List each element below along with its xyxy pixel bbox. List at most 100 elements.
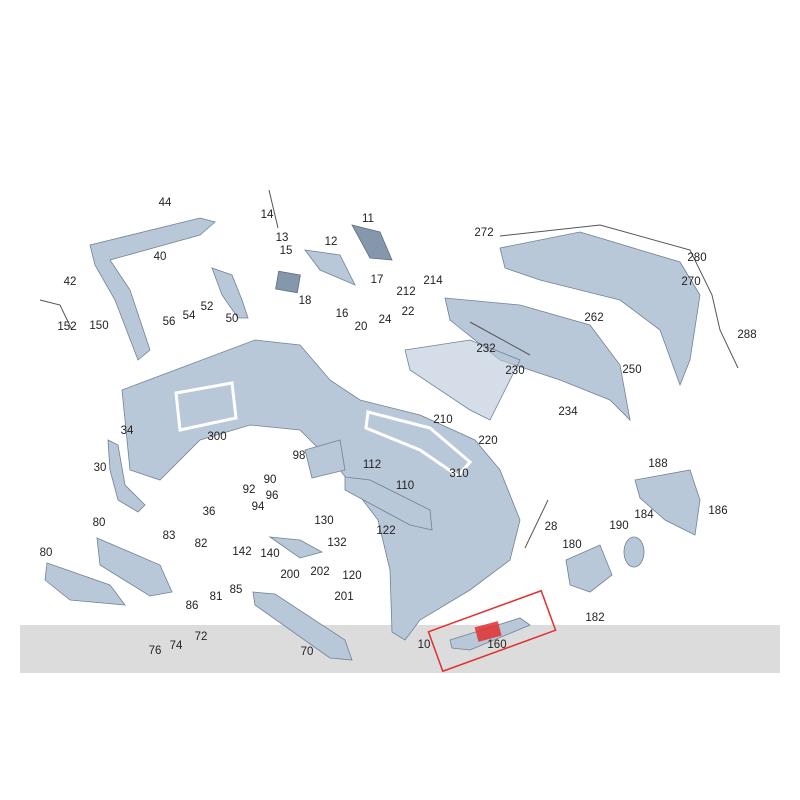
part-180 [565, 544, 613, 593]
callout-201: 201 [334, 591, 353, 603]
callout-220: 220 [478, 435, 497, 447]
part-210 [404, 339, 521, 421]
part-14 [268, 189, 279, 229]
callout-140: 140 [260, 548, 279, 560]
callout-300: 300 [207, 431, 226, 443]
callout-212: 212 [396, 286, 415, 298]
callout-200: 200 [280, 569, 299, 581]
part-160-marker [474, 621, 502, 642]
callout-24: 24 [379, 314, 392, 326]
callout-180: 180 [562, 539, 581, 551]
callout-54: 54 [183, 310, 196, 322]
bumper-cover [121, 339, 521, 641]
callout-13: 13 [276, 232, 289, 244]
callout-132: 132 [327, 537, 346, 549]
callout-98: 98 [293, 450, 306, 462]
part-80a [96, 537, 173, 597]
callout-152: 152 [57, 321, 76, 333]
callout-52: 52 [201, 301, 214, 313]
callout-234: 234 [558, 406, 578, 418]
part-40 [89, 217, 216, 361]
callout-17: 17 [371, 274, 384, 286]
callout-160: 160 [487, 639, 506, 651]
callout-86: 86 [186, 600, 199, 612]
part-30 [107, 439, 146, 513]
part-140 [268, 536, 324, 559]
callout-90: 90 [264, 474, 277, 486]
callout-94: 94 [252, 501, 265, 513]
part-280 [499, 224, 739, 369]
callout-70: 70 [301, 646, 314, 658]
callout-120: 120 [342, 570, 361, 582]
part-12 [304, 249, 356, 286]
callout-11: 11 [362, 213, 374, 225]
callout-110: 110 [396, 480, 414, 492]
callout-81: 81 [210, 591, 223, 603]
callout-272: 272 [474, 227, 493, 239]
callout-310: 310 [449, 468, 468, 480]
callout-250: 250 [622, 364, 641, 376]
callout-80: 80 [93, 517, 106, 529]
callout-34: 34 [121, 425, 134, 437]
callout-150: 150 [89, 320, 108, 332]
callout-42: 42 [64, 276, 77, 288]
callout-76: 76 [149, 645, 162, 657]
callout-270: 270 [681, 276, 700, 288]
highlight-box [427, 589, 557, 673]
callout-210: 210 [433, 414, 452, 426]
part-270 [499, 231, 701, 387]
callout-142: 142 [232, 546, 251, 558]
callout-280: 280 [687, 252, 706, 264]
part-110 [344, 476, 433, 531]
callout-112: 112 [363, 459, 381, 471]
callout-56: 56 [163, 316, 176, 328]
part-152 [39, 299, 73, 331]
callout-50: 50 [226, 313, 239, 325]
part-186 [634, 469, 701, 536]
callout-22: 22 [402, 306, 415, 318]
part-190 [623, 536, 645, 568]
callout-288: 288 [737, 329, 756, 341]
callout-36: 36 [203, 506, 216, 518]
callout-262: 262 [584, 312, 603, 324]
callout-190: 190 [609, 520, 628, 532]
part-70 [252, 591, 353, 661]
callout-96: 96 [266, 490, 279, 502]
part-232 [469, 321, 531, 356]
callout-232: 232 [476, 343, 495, 355]
callout-202: 202 [310, 566, 329, 578]
callout-92: 92 [243, 484, 256, 496]
callout-74: 74 [170, 640, 183, 652]
callout-182: 182 [585, 612, 604, 624]
callout-14: 14 [261, 209, 274, 221]
callout-72: 72 [195, 631, 208, 643]
part-50 [211, 267, 249, 319]
callout-28: 28 [545, 521, 558, 533]
part-18 [275, 270, 301, 294]
callout-186: 186 [708, 505, 727, 517]
callout-10: 10 [418, 639, 431, 651]
callout-214: 214 [423, 275, 443, 287]
callout-85: 85 [230, 584, 243, 596]
callout-15: 15 [280, 245, 293, 257]
part-250 [444, 297, 631, 422]
trim-310 [364, 410, 473, 478]
part-80b [44, 562, 126, 606]
part-28 [524, 499, 549, 549]
callout-82: 82 [195, 538, 208, 550]
callout-184: 184 [634, 509, 654, 521]
callout-80: 80 [40, 547, 53, 559]
callout-20: 20 [355, 321, 368, 333]
callout-16: 16 [336, 308, 349, 320]
callout-230: 230 [505, 365, 524, 377]
callout-30: 30 [94, 462, 107, 474]
callout-44: 44 [159, 197, 172, 209]
callout-12: 12 [325, 236, 338, 248]
trim-300 [174, 381, 238, 432]
callout-130: 130 [314, 515, 333, 527]
part-11 [351, 224, 393, 261]
part-90 [304, 439, 346, 479]
